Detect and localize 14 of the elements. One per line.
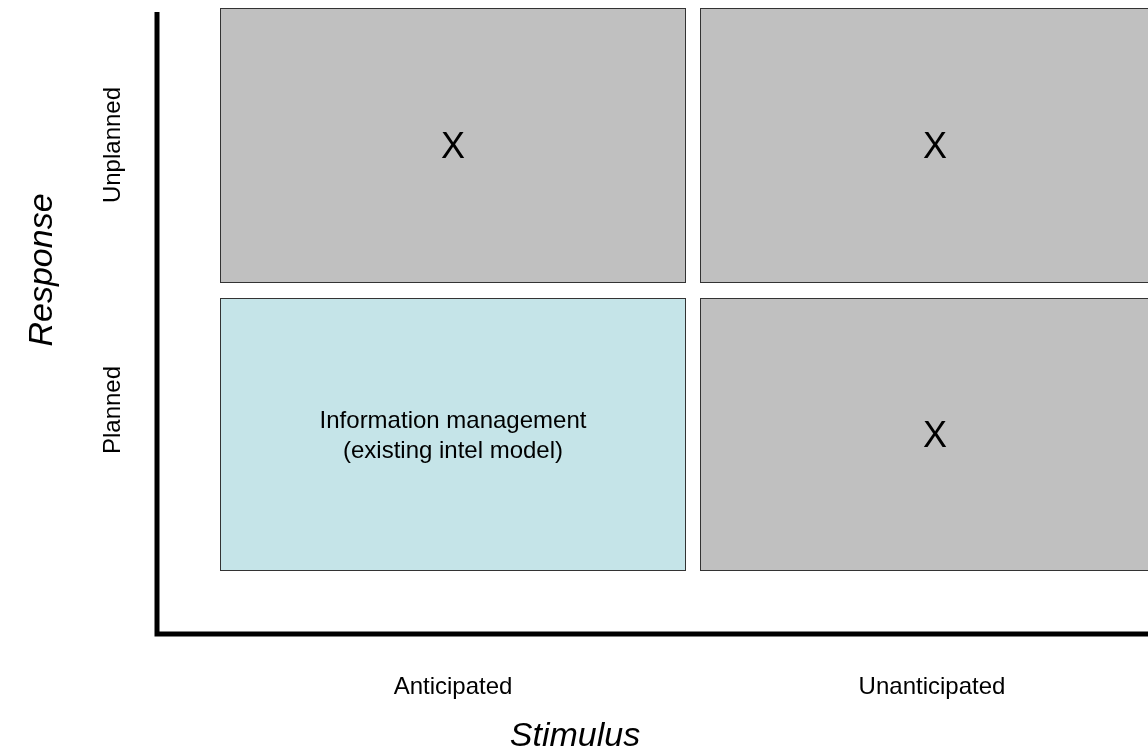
cell-text: X bbox=[923, 413, 947, 457]
matrix-cell bbox=[700, 298, 1148, 571]
axis-title: Stimulus bbox=[509, 717, 641, 751]
matrix-cell bbox=[220, 8, 686, 283]
matrix-cell bbox=[220, 298, 686, 571]
axis-title: Response bbox=[23, 193, 57, 347]
axis-category-label: Anticipated bbox=[393, 674, 513, 698]
axis-category-label: Unanticipated bbox=[858, 674, 1006, 698]
matrix-cell bbox=[700, 8, 1148, 283]
cell-text: X bbox=[441, 124, 465, 168]
axis-category-label: Unplanned bbox=[100, 86, 124, 204]
cell-text: Information management (existing intel model) bbox=[318, 404, 588, 465]
cell-text: X bbox=[923, 124, 947, 168]
axis-category-label: Planned bbox=[100, 365, 124, 455]
